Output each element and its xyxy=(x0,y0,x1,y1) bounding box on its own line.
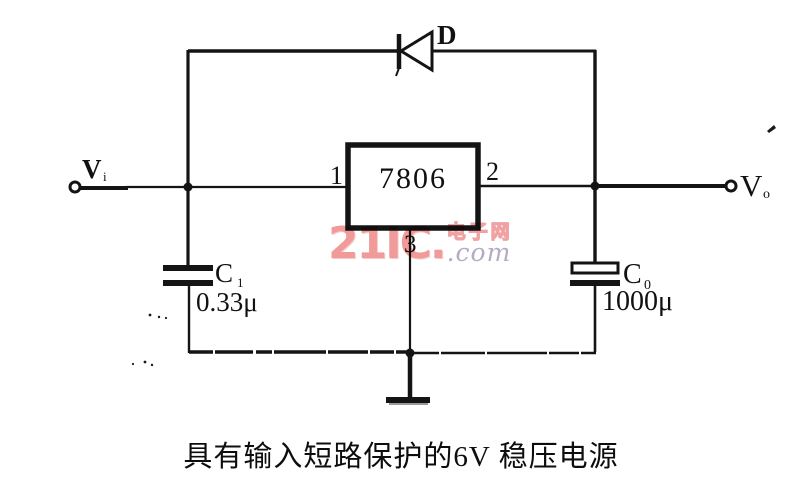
input-terminal-subscript: i xyxy=(103,169,107,184)
output-capacitor-top-plate xyxy=(570,261,620,275)
regulator-ic-label: 7806 xyxy=(379,162,447,195)
diode-symbol xyxy=(395,29,434,77)
scan-speck xyxy=(143,360,147,364)
figure-caption: 具有输入短路保护的6V 稳压电源 xyxy=(183,441,619,473)
junction-dot-input xyxy=(183,182,193,192)
regulator-ic-box xyxy=(345,142,481,231)
scan-speck xyxy=(131,362,135,366)
diode-triangle xyxy=(398,29,434,73)
scan-artifacts xyxy=(131,125,776,367)
scan-artifact-top-right xyxy=(767,125,776,133)
input-terminal-circle xyxy=(68,180,82,194)
input-capacitor-symbol xyxy=(163,265,213,286)
scan-speck xyxy=(148,313,152,317)
input-capacitor-value: 0.33μ xyxy=(196,287,258,317)
regulator-pin1-label: 1 xyxy=(330,161,343,190)
input-terminal-label: V xyxy=(82,154,102,184)
output-capacitor-symbol xyxy=(570,261,620,286)
output-capacitor-subscript: 0 xyxy=(644,278,651,293)
diode-cathode-tail xyxy=(395,67,400,77)
output-terminal-label: V xyxy=(740,168,763,203)
output-terminal-subscript: o xyxy=(763,187,770,202)
scan-speck xyxy=(157,315,161,319)
diode-label: D xyxy=(437,20,457,50)
ground-symbol xyxy=(386,353,430,405)
regulator-pin2-label: 2 xyxy=(486,157,499,186)
scan-speck xyxy=(150,363,154,367)
regulator-pin3-label: 3 xyxy=(404,231,417,258)
input-capacitor-subscript: 1 xyxy=(237,275,244,290)
output-terminal-circle xyxy=(724,179,738,193)
output-capacitor-label: C xyxy=(623,259,642,290)
junction-dot-output xyxy=(590,181,600,191)
input-capacitor-label: C xyxy=(215,258,233,288)
scan-speck xyxy=(164,316,168,320)
output-capacitor-value: 1000μ xyxy=(602,286,673,317)
